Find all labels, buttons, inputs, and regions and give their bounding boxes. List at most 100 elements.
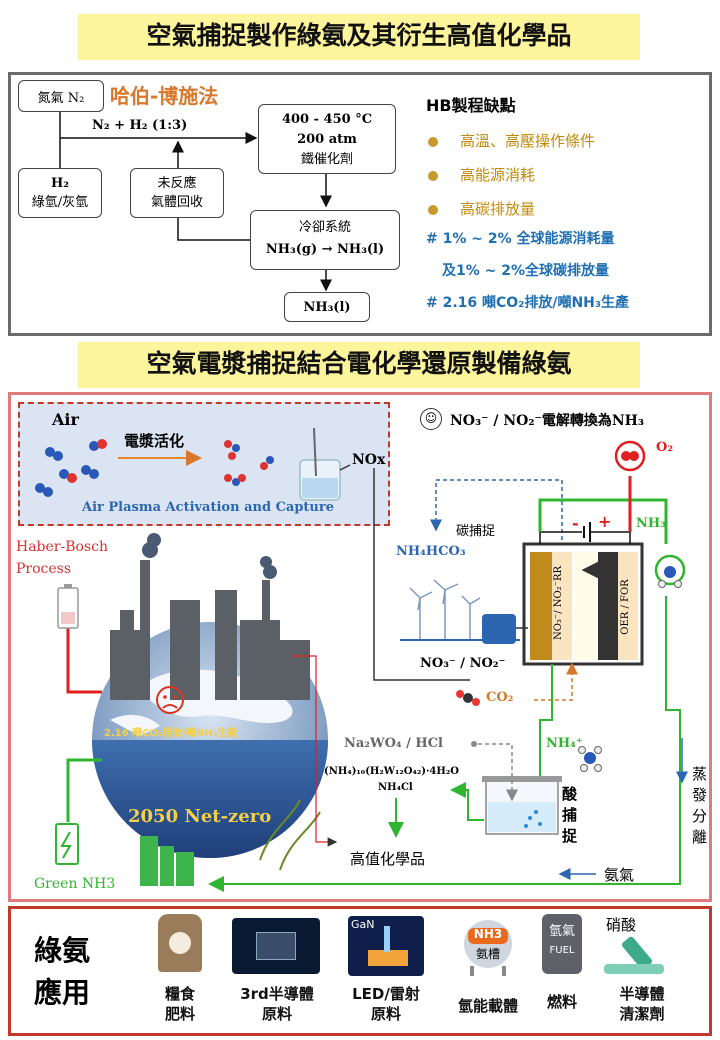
power-source-icon [482,614,516,644]
nh4plus-label: NH₄⁺ [546,736,583,751]
drawback-list: 高溫、高壓操作條件 高能源消耗 高碳排放量 [428,124,595,226]
smile-face-icon: ☺ [420,408,442,430]
product-label: NH₃(l) [303,299,351,315]
minus-sign: - [572,514,579,533]
activation-label: 電漿活化 [124,432,185,450]
gan-led-icon: GaN [348,916,424,976]
compound-label-1: (NH₄)₁₀(H₂W₁₂O₄₂)·4H₂O [324,766,459,777]
ammonia-tank-icon: NH3 氨槽 [458,914,518,976]
ammonia-gas-label: 氨氣 [604,866,635,884]
h2-box: H₂ 綠氫/灰氫 [18,168,102,218]
air-molecules-icon [35,439,107,497]
na2wo4-label: Na₂WO₄ / HCl [344,736,443,751]
barrel-label-2: FUEL [549,945,575,956]
electrolyzer-cell-icon [522,542,644,666]
capture-bottle-icon [299,427,341,501]
hb-method-title: 哈伯-博施法 [110,84,219,108]
evaporation-label: 蒸發分離 [692,765,708,846]
sad-face-icon [156,686,184,714]
anode-label: OER / FOR [620,579,631,635]
note-energy-1: # 1% ~ 2% 全球能源消耗量 [426,231,615,247]
plasma-panel [8,392,712,902]
fuel-barrel-icon: 氫氣 FUEL [542,914,582,974]
plasma-diagram [35,427,688,892]
app-fertilizer-label: 糧食肥料 [164,985,195,1023]
app-chip-label: 3rd半導體原料 [240,985,314,1023]
catalyst-label: 鐵催化劑 [300,152,353,167]
title-1: 空氣捕捉製作綠氨及其衍生高值化學品 [146,21,572,50]
recycle-label-1: 未反應 [157,176,197,191]
app-fuel-label: 燃料 [546,993,577,1011]
fertilizer-bag-icon [158,914,202,972]
acid-beaker-icon [482,776,562,835]
product-box: NH₃(l) [284,292,370,322]
cooling-label: 冷卻系統 [298,220,351,235]
title-banner-1: 空氣捕捉製作綠氨及其衍生高值化學品 [78,14,640,60]
nh4hco3-label: NH₄HCO₃ [396,544,466,559]
app-cleaner-label: 半導體清潔劑 [619,985,665,1023]
h2-type-label: 綠氫/灰氫 [31,195,89,210]
nh3-label: NH₃ [636,516,666,531]
nh4-molecule-icon [578,746,602,772]
carbon-capture-label: 碳捕捉 [456,524,496,539]
o2-bubble-icon [614,440,646,472]
temp-label: 400 - 450 °C [281,112,373,127]
cooling-reaction: NH₃(g) → NH₃(l) [265,242,385,257]
gan-label: GaN [351,918,375,931]
air-label: Air [52,410,79,429]
acid-capture-label: 酸捕捉 [562,785,578,845]
title-2: 空氣電漿捕捉結合電化學還原製備綠氨 [146,349,572,378]
haber-bosch-panel [8,72,712,336]
nh3-molecule-icon [654,554,686,588]
nox-label: NOx [352,452,386,468]
app-tank-label: 氫能載體 [457,997,518,1015]
co2-label: CO₂ [486,690,514,705]
n2-box: 氮氣 N₂ [18,80,104,112]
pressure-label: 200 atm [297,132,357,147]
bullet-icon [428,204,438,215]
o2-label: O₂ [656,440,674,455]
plasma-caption: Air Plasma Activation and Capture [82,500,335,515]
note-co2: # 2.16 噸CO₂排放/噸NH₃生產 [426,295,630,311]
app-led-label: LED/雷射原料 [352,985,420,1023]
reaction-label: N₂ + H₂ (1:3) [92,118,188,133]
note-energy-2: 及1% ~ 2%全球碳排放量 [442,263,610,279]
globe-emission-label: 2.16 噸CO₂排放/噸NH₃生產 [104,728,238,739]
title-banner-2: 空氣電漿捕捉結合電化學還原製備綠氨 [78,342,640,388]
nitric-acid-top-label: 硝酸 [606,916,637,934]
plant-icon [259,799,321,871]
netzero-label: 2050 Net-zero [128,806,272,827]
high-value-label: 高值化學品 [350,850,426,868]
plus-sign: + [598,512,612,531]
applications-heading: 綠氨 應用 [34,934,91,1009]
n2-label: 氮氣 N₂ [37,90,85,106]
no3-no2-label: NO₃⁻ / NO₂⁻ [420,656,506,671]
hb-process-label: Haber-Bosch Process [16,539,108,577]
cathode-label: NO₃⁻/ NO₂⁻RR [553,565,564,641]
barrel-label-1: 氫氣 [548,924,575,939]
applications-panel [8,906,712,1036]
drawback-item: 高碳排放量 [428,192,595,226]
chip-icon [232,918,320,974]
battery-green-icon [55,823,79,865]
drawback-item: 高能源消耗 [428,158,595,192]
drawback-item: 高溫、高壓操作條件 [428,124,595,158]
recycle-label-2: 氣體回收 [150,195,203,210]
green-nh3-label: Green NH3 [34,876,116,892]
factory-icon [110,533,310,700]
green-city-icon [140,836,194,886]
tank-nh3-label: NH3 [473,927,503,941]
electro-title: NO₃⁻ / NO₂⁻電解轉換為NH₃ [450,413,645,429]
tank-label: 氨槽 [475,947,500,961]
nox-molecules-icon [224,440,274,486]
compound-label-2: NH₄Cl [378,782,413,793]
co2-molecule-icon [456,690,480,706]
recycle-box: 未反應 氣體回收 [130,168,224,218]
h2-label: H₂ [51,176,69,191]
bullet-icon [428,136,438,147]
cooling-box: 冷卻系統 NH₃(g) → NH₃(l) [250,210,400,270]
condition-box: 400 - 450 °C 200 atm 鐵催化劑 [258,104,396,174]
nitric-acid-icon [600,934,670,978]
battery-red-icon [57,584,79,629]
drawback-title: HB製程缺點 [426,96,516,115]
